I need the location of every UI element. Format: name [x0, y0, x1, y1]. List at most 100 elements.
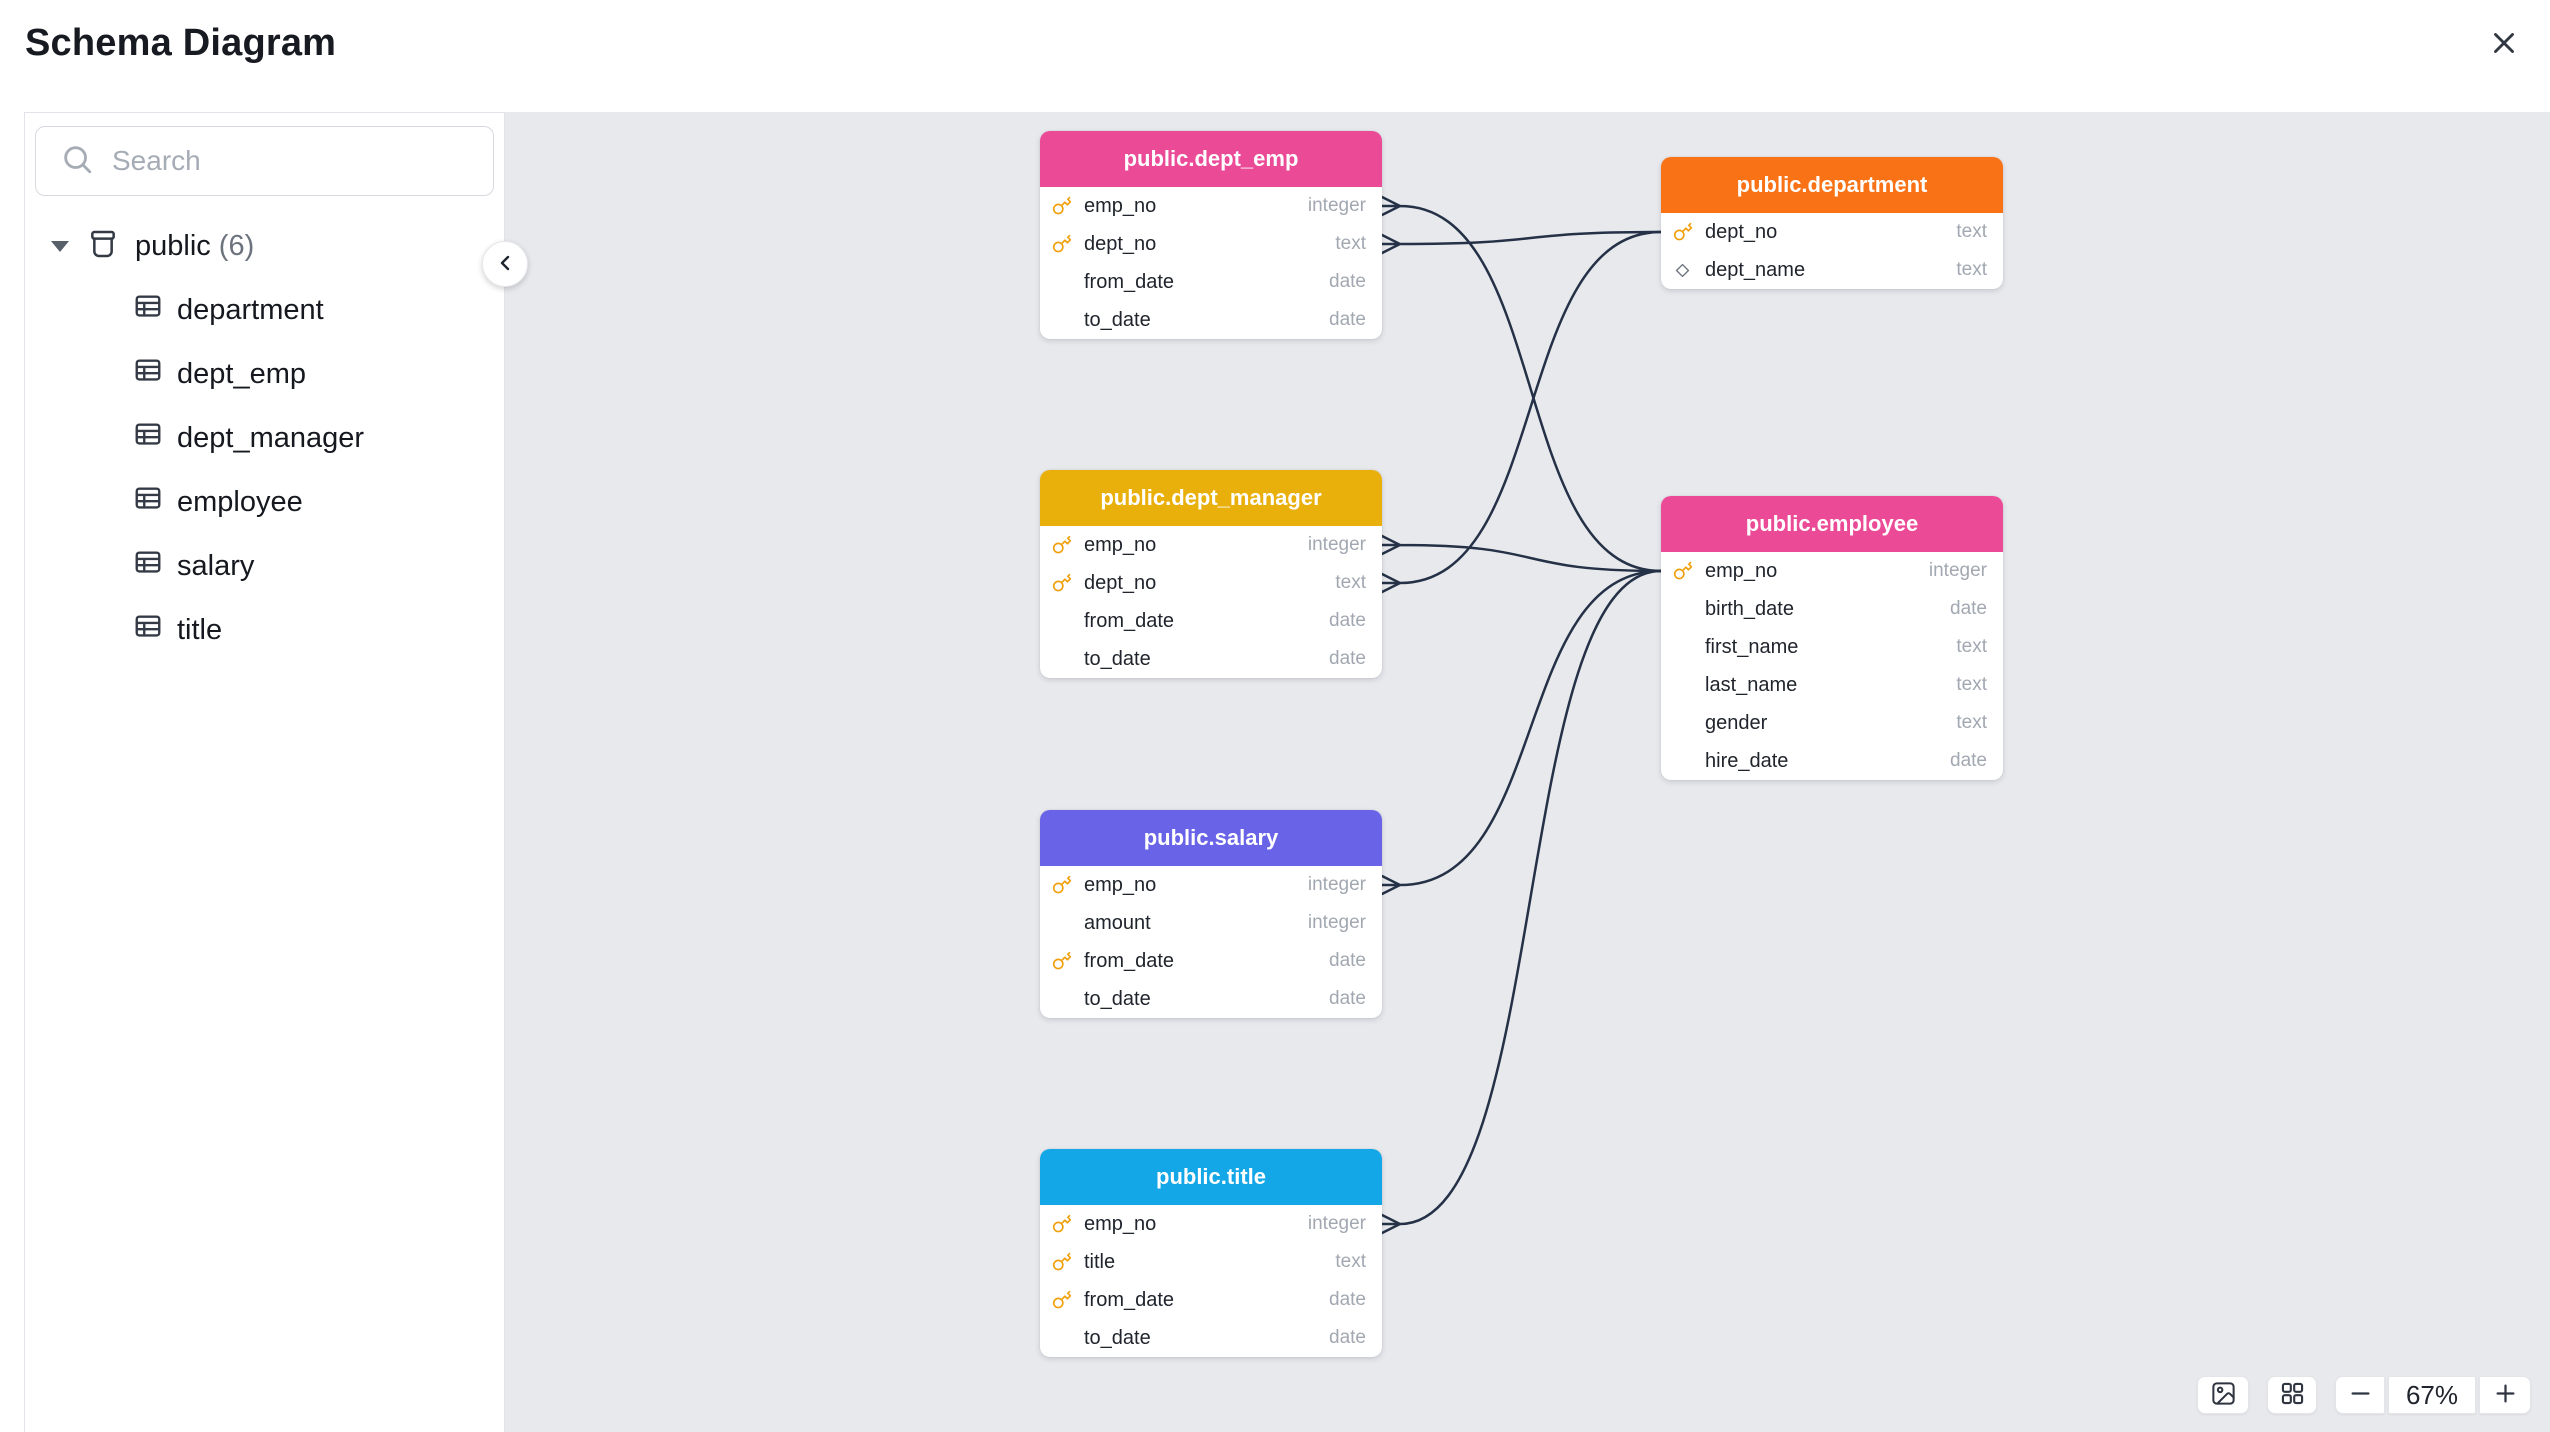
image-icon: [2210, 1380, 2237, 1410]
table-grid-icon: [133, 291, 177, 329]
table-node-title: public.dept_manager: [1040, 470, 1382, 526]
key-icon: [1052, 1213, 1078, 1235]
column-name: first_name: [1705, 635, 1799, 658]
column-type: integer: [1307, 1213, 1366, 1234]
column-name: to_date: [1084, 1326, 1151, 1349]
key-icon: [1052, 534, 1078, 556]
column-name: last_name: [1705, 673, 1798, 696]
icon-spacer: [1052, 648, 1078, 670]
key-icon: [1052, 950, 1078, 972]
close-button[interactable]: [2484, 24, 2524, 64]
column-type: date: [1329, 988, 1366, 1009]
sidebar-item-dept_manager[interactable]: dept_manager: [25, 414, 504, 462]
key-icon: [1052, 1289, 1078, 1311]
column-name: title: [1084, 1250, 1116, 1273]
schema-box-icon: [87, 228, 135, 265]
column-type: date: [1329, 309, 1366, 330]
icon-spacer: [1052, 610, 1078, 632]
zoom-controls: 67%: [2335, 1376, 2531, 1414]
download-image-button[interactable]: [2197, 1376, 2249, 1414]
caret-down-icon[interactable]: [51, 240, 69, 252]
icon-spacer: [1673, 636, 1699, 658]
icon-spacer: [1673, 712, 1699, 734]
column-row: to_date date: [1040, 980, 1382, 1018]
auto-layout-button[interactable]: [2267, 1376, 2317, 1414]
sidebar-item-salary[interactable]: salary: [25, 542, 504, 590]
table-grid-icon: [133, 419, 177, 457]
search-input[interactable]: [112, 145, 473, 177]
zoom-toolbar: 67%: [2197, 1376, 2531, 1414]
column-row: last_name text: [1661, 666, 2003, 704]
sidebar-item-title[interactable]: title: [25, 606, 504, 654]
table-grid-icon: [133, 355, 177, 393]
column-type: date: [1329, 1327, 1366, 1348]
table-name: department: [177, 293, 324, 326]
zoom-in-button[interactable]: [2479, 1376, 2531, 1414]
column-name: emp_no: [1084, 1212, 1157, 1235]
column-name: dept_name: [1705, 258, 1806, 281]
column-name: from_date: [1084, 1288, 1175, 1311]
column-name: gender: [1705, 711, 1768, 734]
table-name: employee: [177, 485, 303, 518]
sidebar-item-department[interactable]: department: [25, 286, 504, 334]
table-node-title: public.title: [1040, 1149, 1382, 1205]
icon-spacer: [1673, 674, 1699, 696]
column-name: to_date: [1084, 647, 1151, 670]
column-row: emp_no integer: [1040, 1205, 1382, 1243]
sidebar-item-employee[interactable]: employee: [25, 478, 504, 526]
icon-spacer: [1052, 271, 1078, 293]
column-name: from_date: [1084, 949, 1175, 972]
column-type: integer: [1307, 874, 1366, 895]
page-title: Schema Diagram: [25, 22, 337, 64]
schema-name: public: [135, 229, 211, 262]
sidebar-schema-public[interactable]: public (6): [25, 222, 504, 270]
canvas-background[interactable]: [505, 112, 2550, 1432]
table-name: dept_manager: [177, 421, 365, 454]
key-icon: [1052, 1251, 1078, 1273]
sidebar-item-dept_emp[interactable]: dept_emp: [25, 350, 504, 398]
column-name: dept_no: [1084, 232, 1157, 255]
column-type: integer: [1307, 195, 1366, 216]
table-node-title: public.salary: [1040, 810, 1382, 866]
sidebar-collapse-button[interactable]: [482, 241, 528, 287]
column-name: dept_no: [1084, 571, 1157, 594]
column-type: text: [1335, 233, 1366, 254]
zoom-in-icon: [2492, 1380, 2519, 1410]
zoom-out-icon: [2347, 1380, 2374, 1410]
column-name: amount: [1084, 911, 1151, 934]
column-name: to_date: [1084, 987, 1151, 1010]
column-row: dept_no text: [1040, 564, 1382, 602]
key-icon: [1052, 874, 1078, 896]
table-node-title: public.dept_emp: [1040, 131, 1382, 187]
search-box: [35, 126, 494, 196]
table-node-title: public.employee: [1661, 496, 2003, 552]
search-icon: [60, 142, 94, 181]
column-type: text: [1956, 221, 1987, 242]
table-name: salary: [177, 549, 255, 582]
column-name: birth_date: [1705, 597, 1794, 620]
key-icon: [1052, 572, 1078, 594]
column-type: text: [1956, 674, 1987, 695]
titlebar: Schema Diagram: [0, 0, 2550, 112]
schema-table-count: (6): [218, 229, 255, 262]
column-type: text: [1956, 636, 1987, 657]
key-icon: [1673, 221, 1699, 243]
column-type: text: [1335, 572, 1366, 593]
zoom-out-button[interactable]: [2335, 1376, 2385, 1414]
